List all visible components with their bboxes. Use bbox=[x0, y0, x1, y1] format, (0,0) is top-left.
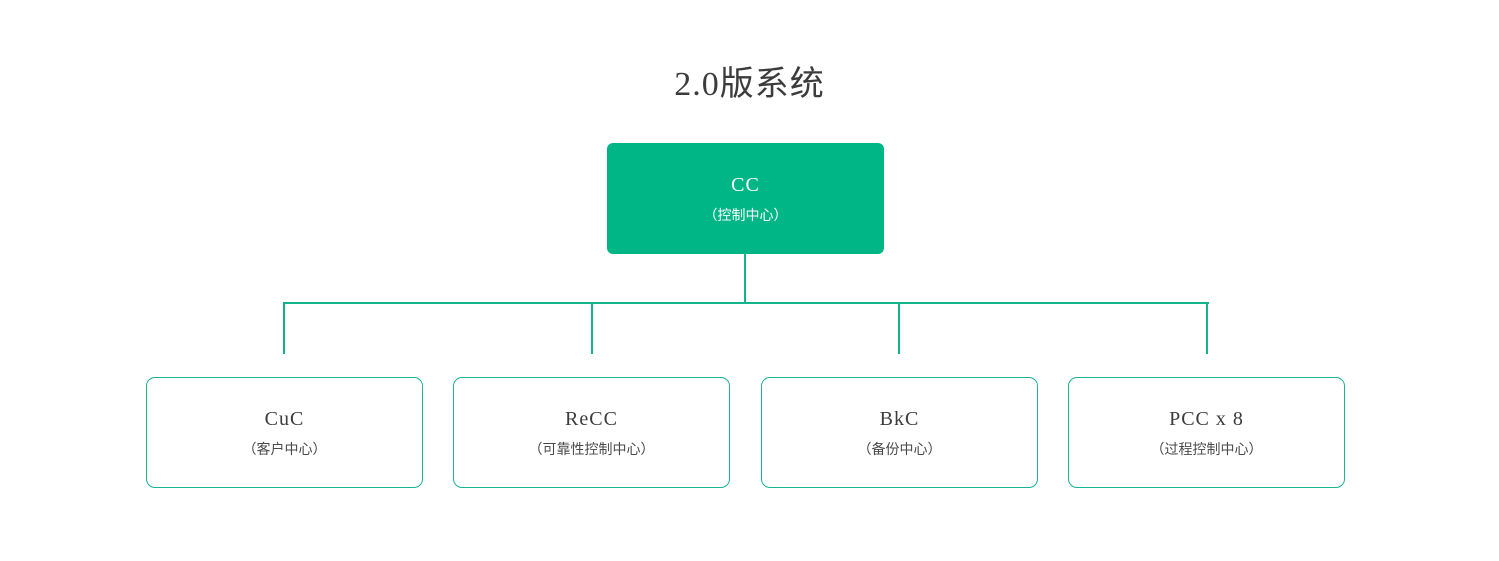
node-root-cc[interactable]: CC （控制中心） bbox=[607, 143, 884, 254]
connector-horizontal-bus bbox=[284, 302, 1209, 304]
connector-drop-recc bbox=[591, 302, 593, 354]
node-child-description: （客户中心） bbox=[242, 440, 327, 457]
page-title: 2.0版系统 bbox=[674, 66, 825, 103]
node-child-code: BkC bbox=[879, 407, 920, 430]
node-root-code: CC bbox=[731, 173, 760, 196]
node-child-cuc[interactable]: CuC （客户中心） bbox=[146, 377, 423, 488]
node-root-description: （控制中心） bbox=[703, 206, 788, 223]
node-child-bkc[interactable]: BkC （备份中心） bbox=[761, 377, 1038, 488]
node-child-code: PCC x 8 bbox=[1169, 407, 1244, 430]
connector-root-trunk bbox=[744, 254, 746, 304]
connector-drop-bkc bbox=[898, 302, 900, 354]
node-child-description: （过程控制中心） bbox=[1150, 440, 1263, 457]
connector-drop-cuc bbox=[283, 302, 285, 354]
node-child-code: ReCC bbox=[565, 407, 618, 430]
node-child-description: （可靠性控制中心） bbox=[528, 440, 655, 457]
node-child-recc[interactable]: ReCC （可靠性控制中心） bbox=[453, 377, 730, 488]
node-child-code: CuC bbox=[264, 407, 305, 430]
connector-drop-pcc bbox=[1206, 302, 1208, 354]
node-child-pcc[interactable]: PCC x 8 （过程控制中心） bbox=[1068, 377, 1345, 488]
node-child-description: （备份中心） bbox=[857, 440, 942, 457]
